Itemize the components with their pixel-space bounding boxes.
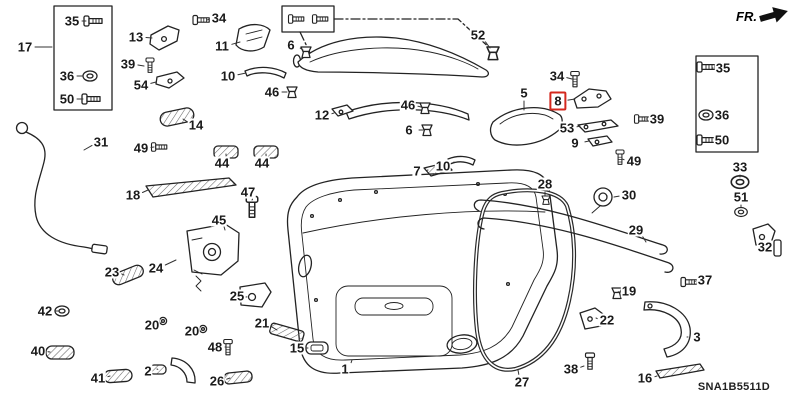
- part-number-label[interactable]: 34: [548, 68, 566, 84]
- plate-53: [577, 119, 619, 133]
- part-number-label[interactable]: 44: [253, 155, 271, 171]
- part-number-label[interactable]: 22: [598, 312, 616, 328]
- part-number-label[interactable]: 32: [756, 239, 774, 255]
- part-number-label[interactable]: 50: [58, 91, 76, 107]
- part-number-label[interactable]: 34: [210, 10, 228, 26]
- part-number-label[interactable]: 12: [313, 107, 331, 123]
- hinge-bracket-8: [573, 88, 612, 109]
- part-number-label[interactable]: 2: [143, 363, 153, 379]
- part-number-label[interactable]: 30: [620, 187, 638, 203]
- part-number-label[interactable]: 35: [63, 13, 81, 29]
- part-number-label-selected[interactable]: 8: [549, 91, 567, 111]
- part-number-label[interactable]: 1: [340, 361, 350, 377]
- trunk-release-cable: [15, 121, 108, 255]
- trunk-lock-latch: [186, 223, 272, 308]
- part-number-label[interactable]: 9: [570, 135, 580, 151]
- part-number-label[interactable]: 27: [513, 374, 531, 390]
- part-number-label[interactable]: 37: [696, 272, 714, 288]
- part-number-label[interactable]: 36: [58, 68, 76, 84]
- part-number-label[interactable]: 51: [732, 189, 750, 205]
- part-number-label[interactable]: 54: [132, 77, 150, 93]
- fr-arrow-icon: [759, 7, 788, 23]
- lock-cylinder-30: [591, 187, 613, 214]
- molding-10-right: [447, 155, 476, 166]
- part-number-label[interactable]: 24: [147, 260, 165, 276]
- part-number-label[interactable]: 47: [239, 184, 257, 200]
- hardware-box-right: [695, 55, 759, 153]
- part-number-label[interactable]: 28: [536, 176, 554, 192]
- diagram-code: SNA1B5511D: [697, 381, 770, 393]
- part-number-label[interactable]: 35: [714, 60, 732, 76]
- hinge-bracket-13: [149, 25, 180, 51]
- part-number-label[interactable]: 7: [412, 163, 422, 179]
- fr-direction-label: FR.: [736, 9, 757, 24]
- strip-21: [269, 322, 305, 343]
- trunk-weatherstrip: [473, 188, 577, 372]
- part-number-label[interactable]: 16: [636, 370, 654, 386]
- part-number-label[interactable]: 40: [29, 343, 47, 359]
- strip-16: [655, 363, 705, 379]
- part-number-label[interactable]: 21: [253, 315, 271, 331]
- cushion-pad-23: [112, 264, 144, 286]
- cushion-pad-14: [159, 107, 195, 127]
- part-number-label[interactable]: 20: [183, 323, 201, 339]
- striker-32: [752, 223, 782, 257]
- part-number-label[interactable]: 26: [208, 373, 226, 389]
- emblem-15: [305, 341, 329, 355]
- bracket-12: [331, 104, 354, 117]
- part-number-label[interactable]: 42: [36, 303, 54, 319]
- part-number-label[interactable]: 53: [558, 120, 576, 136]
- part-number-label[interactable]: 48: [206, 339, 224, 355]
- part-number-label[interactable]: 15: [288, 340, 306, 356]
- part-number-label[interactable]: 52: [469, 27, 487, 43]
- part-number-label[interactable]: 41: [89, 370, 107, 386]
- part-number-label[interactable]: 5: [519, 85, 529, 101]
- part-number-label[interactable]: 23: [103, 264, 121, 280]
- plate-9: [587, 135, 613, 147]
- hardware-box-left: [53, 5, 113, 111]
- part-number-label[interactable]: 25: [228, 288, 246, 304]
- part-number-label[interactable]: 17: [16, 39, 34, 55]
- part-number-label[interactable]: 19: [620, 283, 638, 299]
- part-number-label[interactable]: 31: [92, 134, 110, 150]
- part-number-label[interactable]: 11: [214, 38, 230, 54]
- part-number-label[interactable]: 39: [119, 56, 137, 72]
- part-number-label[interactable]: 6: [404, 122, 414, 138]
- spoiler-blade: [292, 36, 489, 78]
- molding-10-top: [244, 66, 287, 79]
- bracket-54: [155, 71, 185, 89]
- part-number-label[interactable]: 14: [187, 117, 205, 133]
- part-number-label[interactable]: 36: [713, 107, 731, 123]
- part-number-label[interactable]: 50: [713, 132, 731, 148]
- part-number-label[interactable]: 10: [434, 158, 452, 174]
- part-number-label[interactable]: 46: [399, 97, 417, 113]
- torsion-bar-springs: [473, 199, 674, 273]
- leader-lines: [34, 18, 765, 380]
- part-number-label[interactable]: 6: [286, 37, 296, 53]
- part-number-label[interactable]: 33: [731, 159, 749, 175]
- hinge-arm-3: [643, 301, 691, 358]
- part-number-label[interactable]: 49: [132, 140, 150, 156]
- part-number-label[interactable]: 3: [692, 329, 702, 345]
- part-number-label[interactable]: 10: [219, 68, 237, 84]
- strip-18: [145, 177, 237, 198]
- corner-garnish-11: [235, 23, 271, 52]
- part-number-label[interactable]: 44: [213, 155, 231, 171]
- part-number-label[interactable]: 46: [263, 84, 281, 100]
- part-number-label[interactable]: 20: [143, 317, 161, 333]
- part-number-label[interactable]: 18: [124, 187, 142, 203]
- part-number-label[interactable]: 39: [648, 111, 666, 127]
- spoiler-lower-trim: [345, 101, 470, 121]
- part-number-label[interactable]: 29: [627, 222, 645, 238]
- part-number-label[interactable]: 45: [210, 212, 228, 228]
- part-number-label[interactable]: 38: [562, 361, 580, 377]
- part-number-label[interactable]: 49: [625, 153, 643, 169]
- part-number-label[interactable]: 13: [127, 29, 145, 45]
- hinge-arm-left: [170, 357, 196, 384]
